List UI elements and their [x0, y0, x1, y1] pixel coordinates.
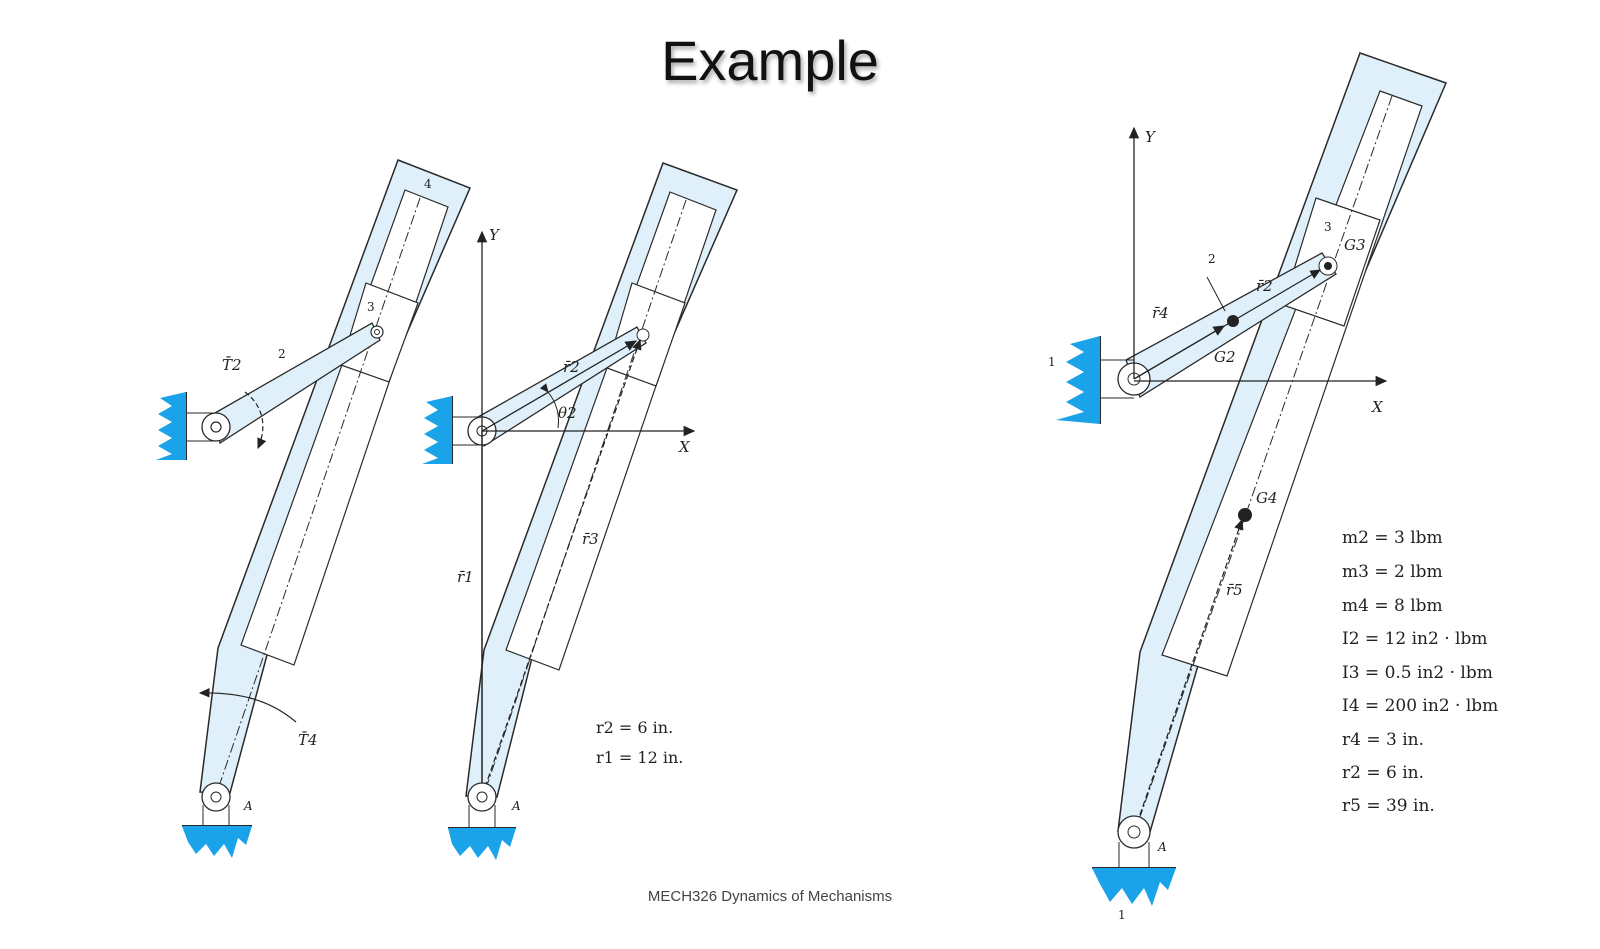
prop-m2: m2 = 3 lbm: [1342, 528, 1443, 548]
slider-3-label: 3: [367, 300, 375, 314]
ground-left-crank: [156, 392, 186, 460]
link-2-label-fig3: 2: [1208, 252, 1216, 266]
ground-pivot-a-1: [182, 826, 252, 858]
figure-1: 4 2 3 T̄2 T̄4 A: [156, 159, 471, 858]
slider-3-label-fig3: 3: [1324, 220, 1332, 234]
axis-x-label-fig2: X: [678, 438, 691, 456]
note-r2: r2 = 6 in.: [596, 718, 673, 737]
prop-i2: I2 = 12 in2 · lbm: [1342, 629, 1487, 649]
g3-label: G3: [1344, 236, 1366, 254]
axis-y-label-fig2: Y: [489, 226, 501, 244]
r2-label-fig3: r̄2: [1256, 277, 1273, 295]
prop-m4: m4 = 8 lbm: [1342, 596, 1443, 616]
prop-r5: r5 = 39 in.: [1342, 796, 1435, 816]
r2-label-fig2: r̄2: [563, 358, 580, 376]
pivot-a-label-2: A: [511, 799, 521, 813]
r5-label-fig3: r̄5: [1226, 581, 1243, 599]
axis-y-label-fig3: Y: [1145, 128, 1157, 146]
ground-bottom-label-fig3: 1: [1118, 908, 1126, 922]
slide-footer: MECH326 Dynamics of Mechanisms: [647, 888, 893, 905]
prop-r2: r2 = 6 in.: [1342, 763, 1424, 783]
g2-label: G2: [1214, 348, 1236, 366]
torque-4-label: T̄4: [298, 731, 318, 749]
g4-label: G4: [1256, 489, 1278, 507]
properties-list: m2 = 3 lbm m3 = 2 lbm m4 = 8 lbm I2 = 12…: [1342, 528, 1498, 816]
ground-label-fig3: 1: [1048, 355, 1056, 369]
r3-label-fig2: r̄3: [582, 530, 599, 548]
link-2-label: 2: [278, 347, 286, 361]
prop-i4: I4 = 200 in2 · lbm: [1342, 696, 1498, 716]
prop-r4: r4 = 3 in.: [1342, 730, 1424, 750]
figure-2: Y X r̄2 r̄3 r̄1 θ2 A r2 = 6 in. r1 = 12 …: [422, 162, 739, 860]
axis-x-label-fig3: X: [1371, 398, 1384, 416]
theta2-label: θ2: [558, 404, 577, 422]
figure-3: Y X 1 1 2 3 r̄4 r̄2 r̄5 G2 G3 G4 A: [1048, 52, 1448, 922]
torque-2-label: T̄2: [222, 356, 242, 374]
prop-i3: I3 = 0.5 in2 · lbm: [1342, 663, 1493, 683]
r1-label-fig2: r̄1: [457, 568, 474, 586]
pivot-a-label-1: A: [243, 799, 253, 813]
pivot-a-label-3: A: [1157, 840, 1167, 854]
prop-m3: m3 = 2 lbm: [1342, 562, 1443, 582]
r4-label-fig3: r̄4: [1152, 304, 1169, 322]
note-r1: r1 = 12 in.: [596, 748, 683, 767]
slide-title: Example: [661, 29, 879, 92]
link-4-slot: [240, 189, 449, 666]
link-4-label: 4: [424, 177, 432, 191]
